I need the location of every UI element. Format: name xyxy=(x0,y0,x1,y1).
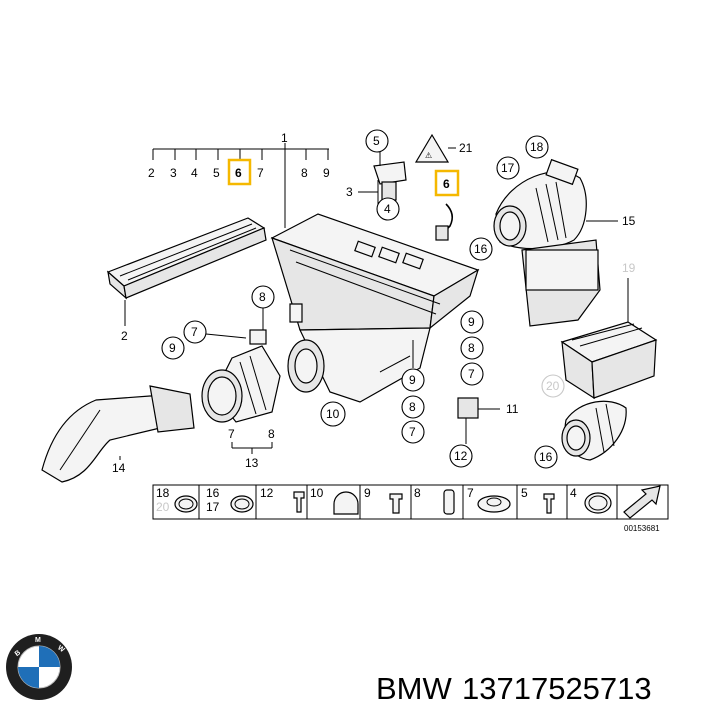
air-filter-element: 2 xyxy=(106,217,267,343)
callout-9b: 9 xyxy=(468,315,475,329)
ruler-label-4: 4 xyxy=(191,166,198,180)
callout-bubble-4 xyxy=(376,197,400,221)
air-duct-left: 8 7 9 7 8 13 14 xyxy=(41,285,281,483)
highlight-box-ruler xyxy=(227,158,252,186)
ruler-label-9: 9 xyxy=(323,166,330,180)
callout-7a: 7 xyxy=(191,325,198,339)
callout-7b: 7 xyxy=(468,367,475,381)
rubber-cap-icon xyxy=(333,491,359,515)
callout-bubble-5 xyxy=(365,129,389,153)
sleeve-icon xyxy=(443,489,455,515)
ruler-label-5: 5 xyxy=(213,166,220,180)
retaining-clip: 6 16 xyxy=(434,169,493,261)
callout-17: 17 xyxy=(501,161,515,175)
fastener-stack: 9 8 7 11 12 9 8 7 10 xyxy=(320,310,519,468)
grommet-icon xyxy=(477,495,511,513)
callout-2: 2 xyxy=(121,329,128,343)
legend-label-10: 10 xyxy=(310,486,324,500)
callout-18: 18 xyxy=(530,140,544,154)
callout-ruler: 2 3 4 5 6 7 8 9 1 xyxy=(148,131,330,228)
callout-7c: 7 xyxy=(409,425,416,439)
warning-label-glyph: ⚠ xyxy=(425,151,432,160)
warning-label: ⚠ 21 xyxy=(414,133,473,163)
legend-label-5: 5 xyxy=(521,486,528,500)
hose-clamp-icon-2 xyxy=(230,495,254,513)
callout-bubble-16a xyxy=(469,237,493,261)
legend-label-9: 9 xyxy=(364,486,371,500)
legend-label-16: 16 xyxy=(206,486,220,500)
brand-name: BMW xyxy=(376,671,453,706)
svg-text:B: B xyxy=(14,649,22,658)
callout-3: 3 xyxy=(346,185,353,199)
callout-12: 12 xyxy=(454,449,468,463)
rivet-icon xyxy=(293,491,305,513)
ruler-label-8: 8 xyxy=(301,166,308,180)
svg-text:W: W xyxy=(56,644,66,654)
reference-code: 00153681 xyxy=(624,524,660,533)
callout-bubble-16b xyxy=(534,445,558,469)
legend-label-12: 12 xyxy=(260,486,274,500)
hardware-legend: 18 20 16 17 12 10 9 8 7 5 4 00153681 xyxy=(152,484,669,533)
arrow-icon xyxy=(623,485,661,519)
callout-13: 13 xyxy=(245,456,259,470)
callout-21: 21 xyxy=(459,141,473,155)
callout-1: 1 xyxy=(281,131,288,145)
ruler-label-3: 3 xyxy=(170,166,177,180)
callout-8c: 8 xyxy=(409,400,416,414)
callout-7d: 7 xyxy=(228,427,235,441)
sensor-assembly: 5 3 4 xyxy=(346,129,407,221)
bolt-icon xyxy=(543,493,555,514)
callout-11: 11 xyxy=(506,402,519,416)
callout-8b: 8 xyxy=(468,341,475,355)
callout-19: 19 xyxy=(622,261,636,275)
callout-bubble-20 xyxy=(541,374,565,398)
legend-label-8: 8 xyxy=(414,486,421,500)
ruler-label-6: 6 xyxy=(235,166,242,180)
ruler-label-2: 2 xyxy=(148,166,155,180)
callout-4: 4 xyxy=(384,202,391,216)
callout-bubble-17 xyxy=(496,156,520,180)
callout-8d: 8 xyxy=(268,427,275,441)
hose-clamp-icon xyxy=(174,495,198,513)
screw-icon xyxy=(389,493,403,514)
legend-label-7: 7 xyxy=(467,486,474,500)
callout-20: 20 xyxy=(546,379,560,393)
legend-label-17: 17 xyxy=(206,500,220,514)
callout-bubble-18 xyxy=(525,135,549,159)
callout-9a: 9 xyxy=(169,341,176,355)
resonator: 19 20 16 xyxy=(534,261,658,469)
legend-label-20: 20 xyxy=(156,500,170,514)
bmw-logo-icon: B M W xyxy=(6,634,72,700)
callout-8a: 8 xyxy=(259,290,266,304)
ruler-label-7: 7 xyxy=(257,166,264,180)
callout-14: 14 xyxy=(112,461,126,475)
part-number: 13717525713 xyxy=(462,671,652,706)
callout-16b: 16 xyxy=(539,450,553,464)
legend-label-4: 4 xyxy=(570,486,577,500)
legend-label-18: 18 xyxy=(156,486,170,500)
callout-10: 10 xyxy=(326,407,340,421)
callout-6: 6 xyxy=(443,177,450,191)
callout-5: 5 xyxy=(373,134,380,148)
intake-boot: 15 17 18 xyxy=(493,135,636,327)
callout-16: 16 xyxy=(474,242,488,256)
callout-15: 15 xyxy=(622,214,636,228)
highlight-box-clip xyxy=(434,169,460,197)
air-filter-housing xyxy=(270,213,480,403)
callout-9c: 9 xyxy=(409,373,416,387)
svg-text:M: M xyxy=(35,637,41,644)
